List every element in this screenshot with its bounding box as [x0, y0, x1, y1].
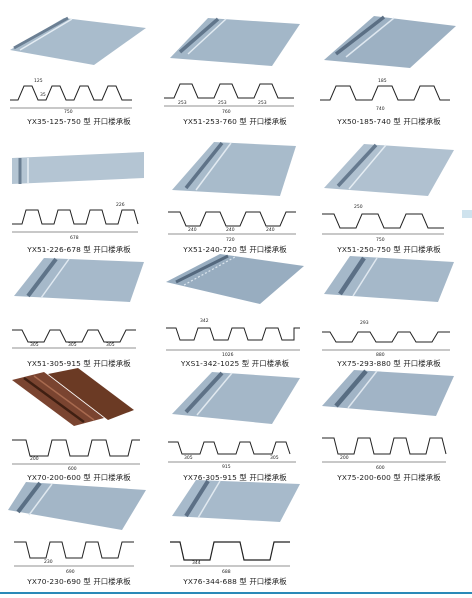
deck-profile-drawing: 240 240 240 720 [168, 211, 296, 243]
deck-profile-drawing: 200 600 [12, 439, 140, 472]
dim-text: 760 [222, 109, 231, 115]
panel-caption: YX70-200-600 型 开口楼承板 [27, 473, 131, 482]
panel-caption: YX50-185-740 型 开口楼承板 [337, 117, 441, 126]
dim-text: 305 [106, 342, 115, 348]
deck-photo [172, 141, 296, 196]
dim-text: 305 [184, 455, 193, 461]
dim-text: 342 [200, 318, 209, 324]
dim-text: 750 [376, 237, 385, 243]
deck-profile-drawing: 250 750 [322, 204, 444, 243]
panel-10: 200 600 YX70-200-600 型 开口楼承板 [4, 366, 154, 494]
panel-6: 250 750 YX51-250-750 型 开口楼承板 [314, 138, 464, 266]
deck-photo [8, 481, 146, 530]
deck-profile-drawing: 185 740 [320, 78, 450, 112]
panel-9: 293 880 YX75-293-880 型 开口楼承板 [314, 252, 464, 380]
panel-8: 342 1026 YXS1-342-1025 型 开口楼承板 [160, 252, 310, 380]
panel-caption: YX35-125-750 型 开口楼承板 [27, 117, 131, 126]
panel-caption: YX76-344-688 型 开口楼承板 [183, 577, 287, 586]
panel-caption: YX75-200-600 型 开口楼承板 [337, 473, 441, 482]
dim-text: 720 [226, 237, 235, 243]
dim-text: 240 [226, 227, 235, 233]
dim-text: 688 [222, 569, 231, 575]
panel-1: 750 125 35 YX35-125-750 型 开口楼承板 [4, 10, 154, 138]
panel-caption: YX51-253-760 型 开口楼承板 [183, 117, 287, 126]
deck-profile-drawing: 200 600 [322, 437, 447, 471]
dim-text: 230 [44, 559, 53, 565]
dim-text: 915 [222, 464, 231, 470]
panel-caption: YX70-230-690 型 开口楼承板 [27, 577, 131, 586]
dim-text: 200 [30, 456, 39, 462]
deck-photo [324, 143, 454, 196]
dim-text: 678 [70, 235, 79, 241]
deck-photo [12, 368, 134, 426]
deck-photo [324, 15, 456, 68]
deck-profile-drawing: 293 880 [322, 320, 450, 358]
panel-caption: YX51-226-678 型 开口楼承板 [27, 245, 131, 254]
edge-strip [462, 210, 472, 218]
panel-caption: YX51-250-750 型 开口楼承板 [337, 245, 441, 254]
dim-text: 240 [266, 227, 275, 233]
dim-text: 1026 [222, 352, 234, 358]
dim-text: 750 [64, 109, 73, 115]
deck-profile-drawing: 344 688 [170, 541, 290, 575]
dim-text: 185 [378, 78, 387, 84]
panel-caption: YX76-305-915 型 开口楼承板 [183, 473, 287, 482]
deck-photo [172, 371, 300, 424]
deck-profile-drawing: 253 253 253 760 [164, 83, 294, 115]
dim-text: 250 [354, 204, 363, 210]
panel-5: 240 240 240 720 YX51-240-720 型 开口楼承板 [160, 138, 310, 266]
deck-profile-drawing: 342 1026 [166, 318, 300, 358]
dim-text: 305 [270, 455, 279, 461]
dim-text: 253 [178, 100, 187, 106]
deck-profile-drawing: 750 125 35 [10, 78, 132, 115]
panel-13: 230 690 YX70-230-690 型 开口楼承板 [4, 470, 154, 598]
deck-photo [14, 257, 144, 302]
panel-7: 305 305 305 YX51-305-915 型 开口楼承板 [4, 252, 154, 380]
deck-profile-drawing: 230 690 [14, 541, 134, 575]
dim-text: 240 [188, 227, 197, 233]
deck-photo [170, 17, 300, 66]
panel-14: 344 688 YX76-344-688 型 开口楼承板 [160, 470, 310, 598]
panel-caption: YX51-240-720 型 开口楼承板 [183, 245, 287, 254]
dim-text: 35 [40, 92, 46, 98]
panel-caption: YX75-293-880 型 开口楼承板 [337, 359, 441, 368]
panel-caption: YXS1-342-1025 型 开口楼承板 [180, 359, 290, 368]
deck-profile-drawing: 305 915 305 [168, 441, 296, 470]
deck-photo [324, 256, 454, 302]
dim-text: 293 [360, 320, 369, 326]
dim-text: 305 [68, 342, 77, 348]
dim-text: 690 [66, 569, 75, 575]
dim-text: 305 [30, 342, 39, 348]
deck-photo [12, 152, 144, 184]
panel-4: 226 678 YX51-226-678 型 开口楼承板 [4, 138, 154, 266]
panel-3: 185 740 YX50-185-740 型 开口楼承板 [314, 10, 464, 138]
panel-11: 305 915 305 YX76-305-915 型 开口楼承板 [160, 366, 310, 494]
dim-text: 226 [116, 202, 125, 208]
panel-2: 253 253 253 760 YX51-253-760 型 开口楼承板 [160, 10, 310, 138]
deck-profile-drawing: 305 305 305 [12, 329, 136, 349]
deck-photo [166, 254, 304, 304]
dim-text: 740 [376, 106, 385, 112]
dim-text: 125 [34, 78, 43, 84]
dim-text: 344 [192, 560, 201, 566]
deck-profile-drawing: 226 678 [12, 202, 139, 241]
deck-photo [10, 16, 146, 65]
dim-text: 200 [340, 455, 349, 461]
panel-12: 200 600 YX75-200-600 型 开口楼承板 [314, 366, 464, 494]
panel-caption: YX51-305-915 型 开口楼承板 [27, 359, 131, 368]
deck-photo [322, 369, 454, 416]
dim-text: 253 [258, 100, 267, 106]
dim-text: 880 [376, 352, 385, 358]
dim-text: 600 [68, 466, 77, 472]
dim-text: 253 [218, 100, 227, 106]
bottom-rule [0, 592, 472, 594]
deck-photo [172, 479, 300, 522]
dim-text: 600 [376, 465, 385, 471]
